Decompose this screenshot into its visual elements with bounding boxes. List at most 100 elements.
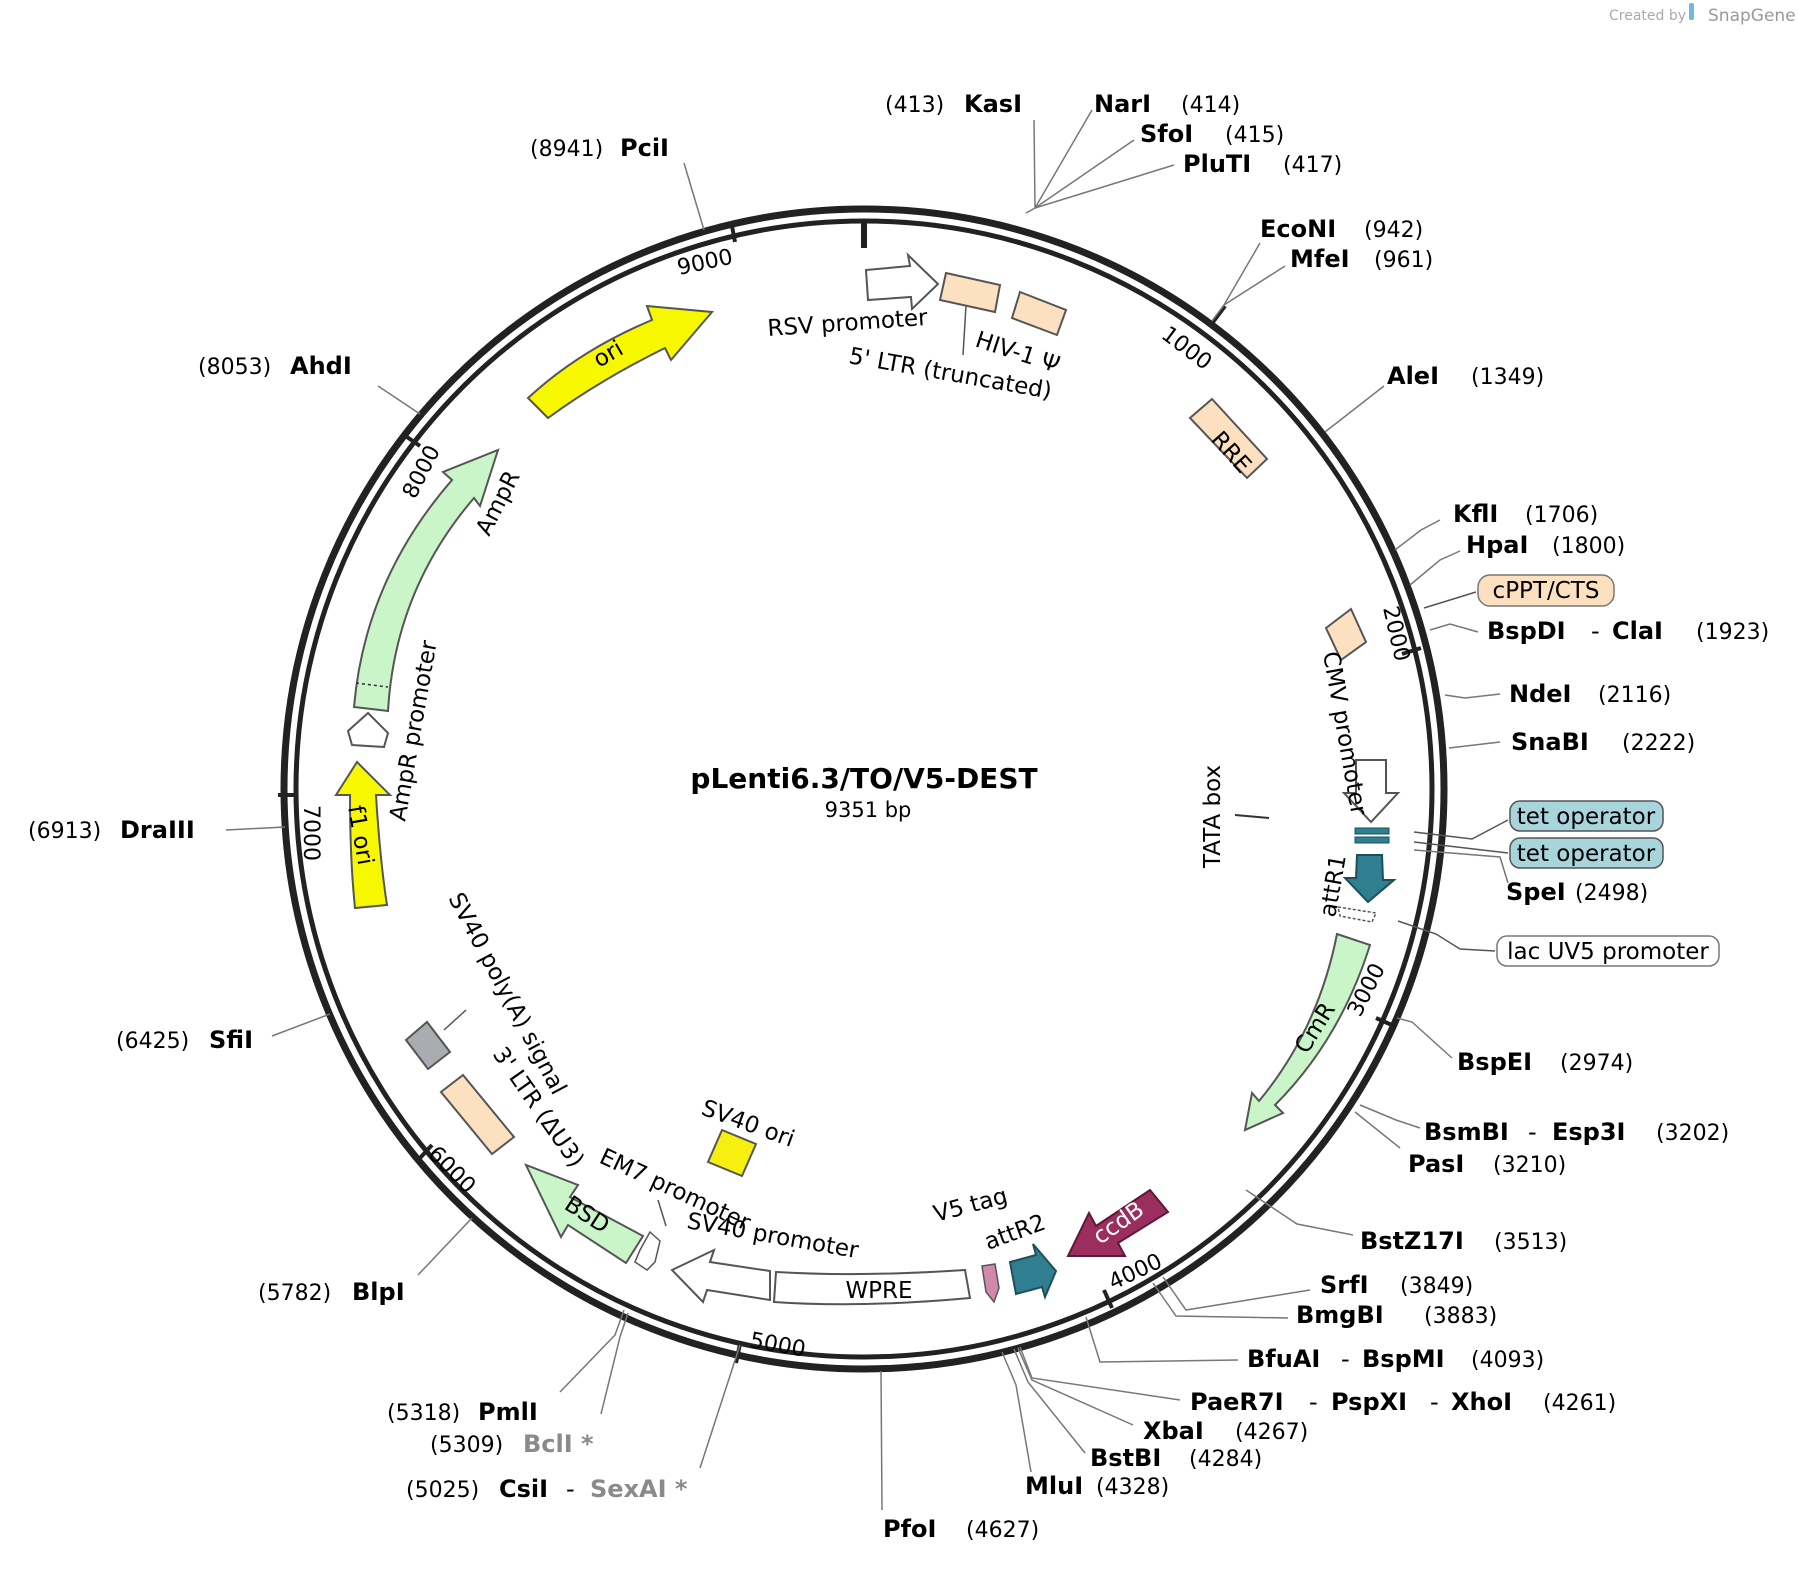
feature-label: WPRE [845,1278,912,1304]
site-name: AhdI [290,352,352,380]
site-position: (4284) [1189,1447,1262,1472]
ccdb: ccdB [1066,1188,1170,1257]
site-name: PfoI [883,1515,936,1543]
site-position: (4267) [1235,1420,1308,1445]
site-name-2: ClaI [1612,617,1663,645]
site-bspdi-clai: BspDI - ClaI (1923) [1429,617,1769,645]
credit: Created by SnapGene [1609,3,1796,26]
site-mfei: MfeI (961) [1223,245,1433,306]
site-spei: SpeI (2498) [1413,849,1648,906]
site-econi: EcoNI (942) [1211,215,1423,322]
site-position: (6425) [116,1029,189,1054]
tet-operator-2: tet operator [1354,836,1664,869]
site-name: SnaBI [1511,728,1589,756]
site-name: SrfI [1320,1271,1369,1299]
site-name: PasI [1408,1150,1464,1178]
site-name-2: SexAI * [590,1475,688,1503]
feature-label: RSV promoter [767,305,929,342]
site-bsmbi-esp3i: BsmBI - Esp3I (3202) [1359,1104,1729,1146]
site-name: MluI [1025,1472,1083,1500]
tick-7000: 7000 [278,793,323,861]
tick-label: 7000 [298,805,323,861]
site-position: (2498) [1575,881,1648,906]
site-separator: - [1591,617,1600,645]
site-position: (4328) [1096,1475,1169,1500]
site-position: (2222) [1622,731,1695,756]
site-pcii: (8941) PciI [530,134,705,231]
tet-operator-1: tet operator [1354,800,1664,840]
site-position: (414) [1181,93,1240,118]
site-name: KasI [964,90,1022,118]
feature-label: lac UV5 promoter [1507,939,1709,965]
site-draiii: (6913) DraIII [28,816,286,844]
site-name: PmlI [478,1398,538,1426]
site-csii-sexai: (5025) CsiI - SexAI * [406,1344,741,1503]
restriction-sites: (413) KasI NarI (414) SfoI (415) PluTI (… [28,90,1769,1543]
rre: RRE [1188,397,1269,480]
site-name: SpeI [1506,878,1566,906]
site-name: SfiI [209,1026,253,1054]
plasmid-title: pLenti6.3/TO/V5-DEST 9351 bp [690,762,1037,822]
site-name: BstZ17I [1360,1227,1464,1255]
site-nari: NarI (414) [1034,90,1240,209]
site-alei: AleI (1349) [1324,362,1544,433]
site-name: NarI [1094,90,1151,118]
site-name: NdeI [1509,680,1571,708]
site-pmli: (5318) PmlI [387,1309,625,1426]
site-hpai: HpaI (1800) [1409,531,1625,586]
site-name: PaeR7I [1190,1388,1284,1416]
site-name: BclI * [523,1430,594,1458]
credit-prefix: Created by [1609,8,1686,24]
site-position: (8053) [198,355,271,380]
site-name: HpaI [1466,531,1528,559]
site-xbai: XbaI (4267) [1017,1347,1308,1445]
site-ahdi: (8053) AhdI [198,352,421,415]
site-srfi: SrfI (3849) [1162,1271,1473,1311]
sv40-polya: SV40 poly(A) signal [404,889,571,1099]
site-position: (3202) [1656,1121,1729,1146]
site-separator: - [1528,1118,1537,1146]
site-pfoi: PfoI (4627) [880,1370,1039,1543]
site-position: (2116) [1598,683,1671,708]
site-name: DraIII [120,816,195,844]
feature-label: tet operator [1517,804,1656,830]
site-position: (5782) [258,1281,331,1306]
site-bstbi: BstBI (4284) [1013,1348,1262,1472]
site-name: BlpI [352,1278,405,1306]
site-position: (1800) [1552,534,1625,559]
site-name: BspEI [1457,1048,1532,1076]
snapgene-logo-icon [1689,3,1694,20]
site-kasi: (413) KasI [885,90,1036,214]
site-separator: - [1309,1388,1318,1416]
site-position: (5025) [406,1478,479,1503]
cmv-promoter: CMV promoter [1317,650,1401,824]
site-name: BfuAI [1247,1345,1320,1373]
tick-label: 1000 [1156,322,1216,376]
site-position: (3883) [1424,1304,1497,1329]
site-mlui: MluI (4328) [1001,1351,1169,1500]
site-name-2: BspMI [1362,1345,1445,1373]
site-name: AleI [1387,362,1439,390]
site-name: SfoI [1140,120,1193,148]
tick-8000: 8000 [398,435,446,503]
site-sfoi: SfoI (415) [1034,120,1284,209]
site-name: BmgBI [1296,1301,1384,1329]
feature-label: tet operator [1517,841,1656,867]
feature-label: attR2 [981,1210,1049,1256]
site-bmgbi: BmgBI (3883) [1152,1282,1497,1329]
backbone [280,205,1448,1373]
site-position: (3513) [1494,1230,1567,1255]
site-blpi: (5782) BlpI [258,1217,473,1306]
lac-uv5-promoter: lac UV5 promoter [1337,906,1720,967]
site-name: XbaI [1143,1417,1204,1445]
site-position: (3849) [1400,1274,1473,1299]
site-position: (413) [885,93,944,118]
site-name: BsmBI [1424,1118,1509,1146]
site-separator: - [1430,1388,1439,1416]
site-name: KflI [1453,500,1498,528]
feature-label: V5 tag [931,1183,1011,1228]
site-bstz17i: BstZ17I (3513) [1245,1189,1567,1255]
site-name: CsiI [499,1475,548,1503]
site-name: MfeI [1290,245,1350,273]
